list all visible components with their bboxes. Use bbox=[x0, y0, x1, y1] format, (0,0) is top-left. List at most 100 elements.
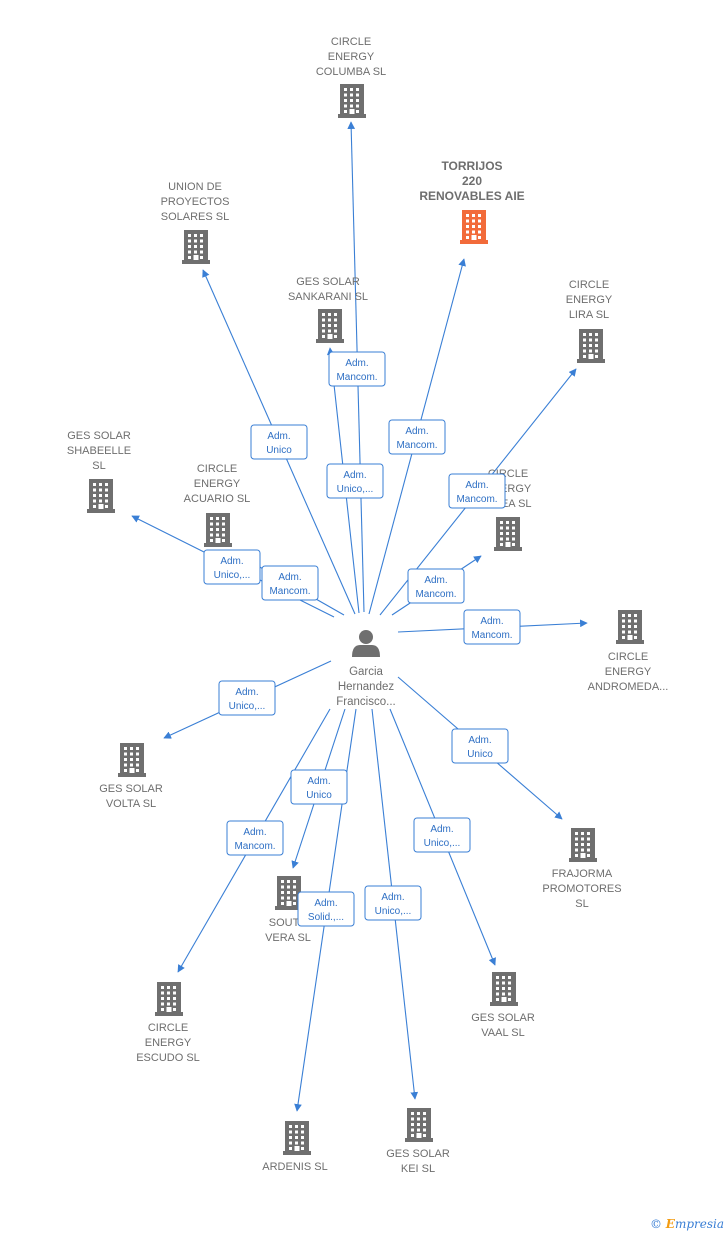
relation-tag-line: Adm. bbox=[430, 824, 453, 835]
relation-tag-union[interactable]: Adm. Unico bbox=[250, 424, 308, 460]
relation-tag-line: Adm. bbox=[243, 827, 266, 838]
relation-tag-andromeda[interactable]: Adm. Mancom. bbox=[463, 609, 521, 645]
company-label: VOLTA SL bbox=[106, 798, 156, 810]
relation-tag-acuario[interactable]: Adm. Mancom. bbox=[261, 565, 319, 601]
person-label: Hernandez bbox=[338, 681, 395, 693]
relation-tag-line: Unico bbox=[467, 749, 493, 760]
relation-tag-line: Adm. bbox=[235, 687, 258, 698]
building-icon[interactable] bbox=[275, 876, 303, 910]
company-label: CIRCLE bbox=[197, 463, 237, 475]
relation-tag-line: Adm. bbox=[267, 431, 290, 442]
building-icon[interactable] bbox=[182, 230, 210, 264]
company-node-volta[interactable]: GES SOLAR VOLTA SL bbox=[99, 743, 163, 810]
building-icon[interactable] bbox=[283, 1121, 311, 1155]
company-node-andromeda[interactable]: CIRCLEENERGYANDROMEDA... bbox=[588, 610, 669, 693]
company-label: ENERGY bbox=[194, 478, 241, 490]
company-label: UNION DE bbox=[168, 181, 222, 193]
company-label: SL bbox=[575, 898, 588, 910]
company-label: KEI SL bbox=[401, 1163, 435, 1175]
relation-tag-line: Adm. bbox=[278, 572, 301, 583]
company-label: GES SOLAR bbox=[67, 430, 131, 442]
relation-tag-escudo[interactable]: Adm. Mancom. bbox=[226, 820, 284, 856]
relation-tag-line: Mancom. bbox=[234, 841, 275, 852]
relation-tag-line: Unico,... bbox=[229, 701, 266, 712]
relation-tag-line: Adm. bbox=[405, 426, 428, 437]
building-icon[interactable] bbox=[405, 1108, 433, 1142]
company-label: TORRIJOS bbox=[441, 159, 502, 173]
relation-tag-line: Unico,... bbox=[214, 570, 251, 581]
relation-tag-line: Adm. bbox=[424, 575, 447, 586]
relation-tag-line: Mancom. bbox=[269, 586, 310, 597]
building-icon[interactable] bbox=[460, 210, 488, 244]
relation-tag-line: Unico bbox=[266, 445, 292, 456]
company-node-acuario[interactable]: CIRCLE ENERGY ACUARIO SL bbox=[184, 463, 251, 547]
relation-tag-line: Adm. bbox=[465, 480, 488, 491]
company-node-ardenis[interactable]: ARDENIS SL bbox=[262, 1121, 328, 1173]
person-node[interactable]: GarciaHernandezFrancisco... bbox=[336, 630, 396, 708]
relation-tag-line: Unico,... bbox=[375, 906, 412, 917]
building-icon[interactable] bbox=[204, 513, 232, 547]
building-icon[interactable] bbox=[118, 743, 146, 777]
company-label: GES SOLAR bbox=[99, 783, 163, 795]
company-label: COLUMBA SL bbox=[316, 66, 386, 78]
relation-tag-line: Unico,... bbox=[424, 838, 461, 849]
relation-tag-sankarani[interactable]: Adm.Mancom. bbox=[328, 351, 386, 387]
company-node-vaal[interactable]: GES SOLAR VAAL SL bbox=[471, 972, 535, 1039]
brand-name: mpresia bbox=[674, 1217, 724, 1231]
company-label: FRAJORMA bbox=[552, 868, 613, 880]
company-label: VAAL SL bbox=[481, 1027, 524, 1039]
company-label: SOLARES SL bbox=[161, 211, 229, 223]
relation-tag-line: Adm. bbox=[480, 616, 503, 627]
relation-tag-volta[interactable]: Adm. Unico,... bbox=[218, 680, 276, 716]
company-label: RENOVABLES AIE bbox=[419, 189, 524, 203]
company-label: GES SOLAR bbox=[471, 1012, 535, 1024]
relation-tag-line: Mancom. bbox=[471, 630, 512, 641]
company-node-frajorma[interactable]: FRAJORMA PROMOTORES SL bbox=[542, 828, 622, 910]
relation-tag-line: Adm. bbox=[307, 776, 330, 787]
company-label: SHABEELLE bbox=[67, 445, 131, 457]
company-label: SANKARANI SL bbox=[288, 291, 368, 303]
building-icon[interactable] bbox=[490, 972, 518, 1006]
building-icon[interactable] bbox=[577, 329, 605, 363]
company-label: PROMOTORES bbox=[542, 883, 621, 895]
building-icon[interactable] bbox=[616, 610, 644, 644]
building-icon[interactable] bbox=[494, 517, 522, 551]
company-node-columba[interactable]: CIRCLE ENERGY COLUMBA SL bbox=[316, 36, 386, 118]
company-label: ENERGY bbox=[328, 51, 375, 63]
copyright-symbol: © bbox=[649, 1217, 662, 1231]
relation-tag-frajorma[interactable]: Adm.Unico bbox=[451, 728, 509, 764]
building-icon[interactable] bbox=[87, 479, 115, 513]
relation-tag-line: Mancom. bbox=[415, 589, 456, 600]
company-label: CIRCLE bbox=[331, 36, 371, 48]
relation-tag-line: Adm. bbox=[345, 358, 368, 369]
relation-tag-pea[interactable]: Adm. Mancom. bbox=[407, 568, 465, 604]
relation-tag-southvera[interactable]: Adm.Unico bbox=[290, 769, 348, 805]
relation-tag-shabeelle[interactable]: Adm.Unico,... bbox=[203, 549, 261, 585]
relation-tag-kei[interactable]: Adm.Unico,... bbox=[364, 885, 422, 921]
company-label: ACUARIO SL bbox=[184, 493, 251, 505]
company-label: ENERGY bbox=[566, 294, 613, 306]
building-icon[interactable] bbox=[338, 84, 366, 118]
company-node-kei[interactable]: GES SOLAR KEI SL bbox=[386, 1108, 450, 1175]
building-icon[interactable] bbox=[155, 982, 183, 1016]
relation-tag-ardenis[interactable]: Adm.Solid.,... bbox=[297, 891, 355, 927]
company-label: 220 bbox=[462, 174, 482, 188]
relation-tag-line: Solid.,... bbox=[308, 912, 344, 923]
building-icon[interactable] bbox=[569, 828, 597, 862]
person-icon bbox=[352, 630, 380, 657]
relation-tag-lira[interactable]: Adm.Mancom. bbox=[448, 473, 506, 509]
company-label: GES SOLAR bbox=[386, 1148, 450, 1160]
relation-tag-columba[interactable]: Adm.Unico,... bbox=[326, 463, 384, 499]
company-label: LIRA SL bbox=[569, 309, 609, 321]
building-icon[interactable] bbox=[316, 309, 344, 343]
person-label: Francisco... bbox=[336, 696, 395, 708]
relation-tag-torrijos[interactable]: Adm.Mancom. bbox=[388, 419, 446, 455]
relation-tag-vaal[interactable]: Adm. Unico,... bbox=[413, 817, 471, 853]
